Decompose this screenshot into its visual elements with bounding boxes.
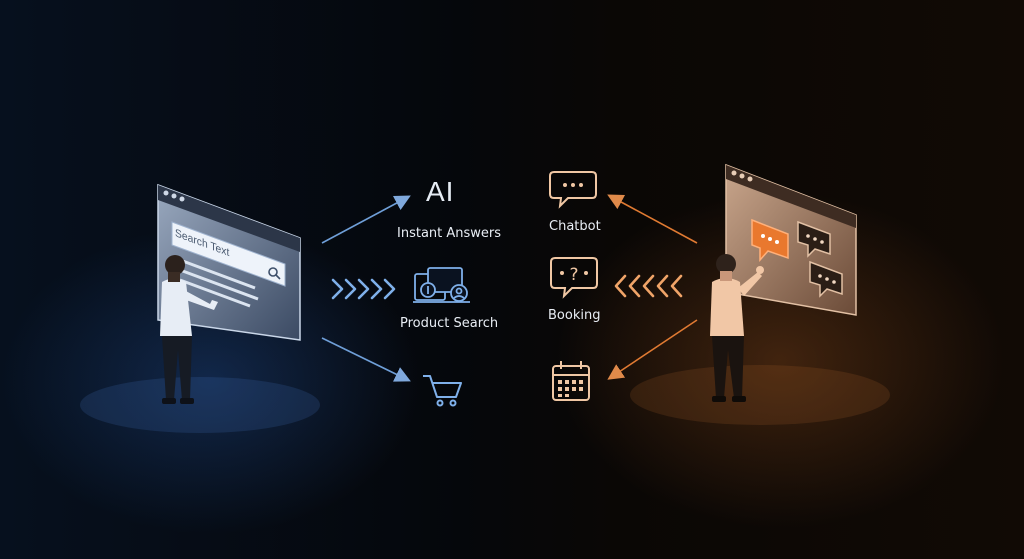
chatbot-label: Chatbot: [549, 219, 601, 234]
window-dot-icon: [171, 193, 177, 199]
svg-text:?: ?: [569, 265, 578, 285]
dark-chat-bubble-icon: [809, 260, 843, 298]
shopping-cart-icon: [423, 375, 462, 407]
product-search-label: Product Search: [400, 316, 499, 331]
window-dot-icon: [163, 190, 169, 196]
arrow-to-ai: [321, 195, 411, 244]
orange-chat-bubble-icon: [751, 218, 789, 262]
window-dot-icon: [179, 196, 185, 202]
search-icon: [268, 267, 278, 277]
left-floor-glow: [80, 377, 320, 433]
product-search-icon: [413, 267, 470, 303]
booking-label: Booking: [548, 308, 601, 323]
ai-label: AI: [426, 176, 455, 207]
right-floor-glow: [630, 365, 890, 425]
instant-answers-label: Instant Answers: [397, 226, 502, 241]
arrow-to-cart: [321, 337, 411, 382]
window-dot-icon: [731, 170, 737, 176]
right-person-figure: [710, 254, 764, 402]
chat-bubble-icon: [549, 171, 597, 209]
arrow-to-calendar: [607, 319, 698, 380]
left-chevrons: [331, 278, 396, 300]
question-bubble-icon: ?: [550, 257, 598, 299]
window-dot-icon: [739, 173, 745, 179]
left-person-figure: [160, 255, 218, 404]
window-dot-icon: [747, 176, 753, 182]
right-chevrons: [614, 274, 683, 298]
arrow-to-chatbot: [607, 194, 698, 244]
dark-chat-bubble-icon: [797, 220, 831, 258]
calendar-icon: [552, 361, 590, 401]
